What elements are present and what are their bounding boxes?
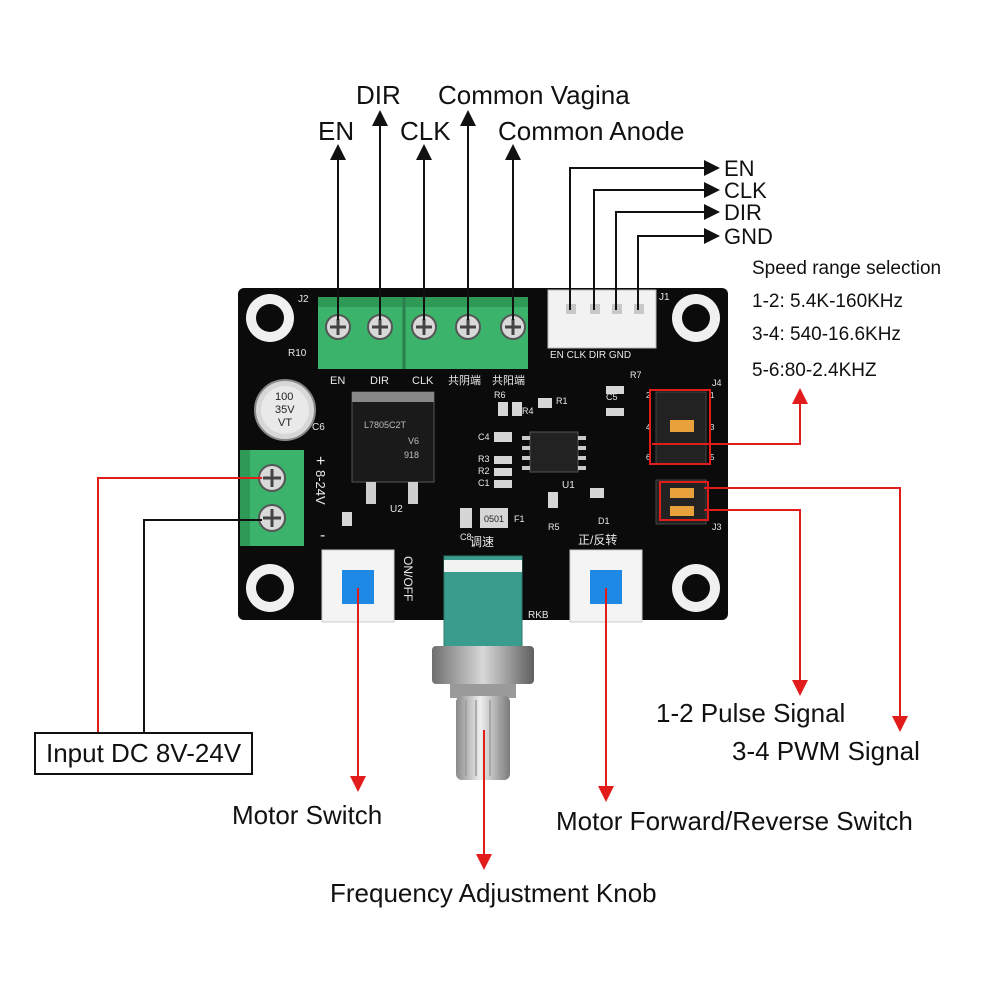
silk-c1: C1	[478, 478, 490, 488]
silk-header-pins: EN CLK DIR GND	[550, 350, 631, 361]
silk-term-dir: DIR	[370, 375, 389, 387]
speed-range-5-6: 5-6:80-2.4KHZ	[752, 360, 877, 381]
label-top-dir: DIR	[356, 80, 401, 110]
silk-c5: C5	[606, 392, 618, 402]
silk-c6: C6	[312, 422, 325, 433]
label-input-dc: Input DC 8V-24V	[34, 732, 254, 775]
silk-r7: R7	[630, 370, 642, 380]
mounting-hole-bottom-right	[672, 564, 720, 612]
leader-input-black	[143, 519, 262, 732]
leader-pwm	[704, 487, 908, 732]
regulator-marking-3: 918	[404, 450, 419, 460]
silk-pin2: 2	[646, 391, 651, 400]
label-hdr-clk: CLK	[724, 178, 767, 203]
smd-components	[342, 386, 624, 528]
label-common-anode: Common Anode	[498, 116, 685, 146]
silk-j4: J4	[712, 378, 722, 388]
regulator-marking-1: L7805C2T	[364, 420, 407, 430]
silk-r6: R6	[494, 390, 506, 400]
mounting-hole-bottom-left	[246, 564, 294, 612]
speed-range-title: Speed range selection	[752, 258, 942, 279]
power-terminal	[240, 450, 304, 546]
silk-speed-cn: 调速	[470, 535, 494, 549]
leader-pulse	[704, 509, 808, 696]
silk-u2: U2	[390, 504, 403, 515]
label-pulse-signal: 1-2 Pulse Signal	[656, 698, 846, 728]
jumper-j3	[655, 479, 707, 525]
label-motor-fwd-rev: Motor Forward/Reverse Switch	[556, 806, 913, 836]
silk-r3: R3	[478, 454, 490, 464]
arrow-hdr-en	[569, 160, 720, 310]
ic-chip-u1	[522, 431, 586, 473]
silk-c4: C4	[478, 432, 490, 442]
silk-fuse: 0501	[484, 514, 504, 524]
header-connector-j1	[547, 289, 657, 349]
arrow-hdr-gnd	[637, 228, 720, 310]
silk-c8: C8	[460, 532, 472, 542]
capacitor-marking-1: 100	[275, 391, 293, 403]
top-terminal-arrows	[330, 110, 521, 320]
highlight-j4	[649, 389, 711, 465]
regulator-marking-2: V6	[408, 436, 419, 446]
speed-range-1-2: 1-2: 5.4K-160KHz	[752, 291, 904, 312]
highlight-j3	[659, 481, 709, 521]
silk-term-cv: 共阴端	[448, 374, 481, 387]
silk-r2: R2	[478, 466, 490, 476]
silk-minus: -	[320, 527, 325, 544]
silk-r1: R1	[556, 396, 568, 406]
silk-r5: R5	[548, 522, 560, 532]
label-pwm-signal: 3-4 PWM Signal	[732, 736, 920, 766]
mounting-hole-top-left	[246, 294, 294, 342]
mounting-hole-top-right	[672, 294, 720, 342]
label-top-en: EN	[318, 116, 355, 146]
voltage-regulator	[351, 391, 435, 504]
silk-pin5: 5	[710, 453, 715, 462]
component-markings: 100 35V VT	[275, 391, 295, 429]
silk-plus: +	[316, 453, 325, 470]
arrow-hdr-dir	[615, 204, 720, 310]
silk-pin1: 1	[710, 391, 715, 400]
label-top-clk: CLK	[400, 116, 451, 146]
black-leader-lines	[143, 519, 262, 732]
silk-pin6: 6	[646, 453, 651, 462]
pcb-board	[238, 288, 728, 780]
electrolytic-capacitor	[254, 379, 316, 441]
leader-speed-range	[652, 388, 808, 445]
silk-j3: J3	[712, 522, 722, 532]
label-hdr-dir: DIR	[724, 200, 762, 225]
capacitor-marking-2: 35V	[275, 404, 295, 416]
silk-r4: R4	[522, 406, 534, 416]
label-hdr-gnd: GND	[724, 224, 773, 249]
silk-term-en: EN	[330, 375, 345, 387]
regulator-markings: L7805C2T V6 918	[364, 420, 419, 460]
silk-f1: F1	[514, 514, 525, 524]
silk-rkb: RKB	[528, 610, 549, 621]
header-pin-arrows	[569, 160, 720, 310]
silk-fwd-rev-cn: 正/反转	[578, 532, 617, 547]
speed-range-3-4: 3-4: 540-16.6KHz	[752, 324, 901, 345]
silk-term-ca: 共阳端	[492, 374, 525, 387]
arrow-hdr-clk	[593, 182, 720, 310]
silk-pin4: 4	[646, 423, 651, 432]
silk-d1: D1	[598, 516, 610, 526]
capacitor-marking-3: VT	[278, 417, 292, 429]
silk-j1: J1	[659, 292, 670, 303]
leader-input-red	[97, 477, 262, 732]
board-silkscreen: J2 J1 R10 C6 EN DIR CLK 共阴端 共阳端 EN CLK D…	[288, 292, 722, 621]
silk-power-label: 8-24V	[313, 470, 328, 505]
silk-onoff: ON/OFF	[401, 556, 415, 601]
silk-j2: J2	[298, 294, 309, 305]
silk-term-clk: CLK	[412, 375, 434, 387]
label-frequency-knob: Frequency Adjustment Knob	[330, 878, 657, 908]
silk-pin3: 3	[710, 423, 715, 432]
terminal-block-top	[318, 297, 528, 369]
red-leader-lines	[97, 388, 908, 870]
label-hdr-en: EN	[724, 156, 755, 181]
silk-u1: U1	[562, 480, 575, 491]
silk-r10: R10	[288, 348, 307, 359]
label-motor-switch: Motor Switch	[232, 800, 383, 830]
label-common-vagina: Common Vagina	[438, 80, 630, 110]
jumper-j4	[655, 391, 707, 465]
